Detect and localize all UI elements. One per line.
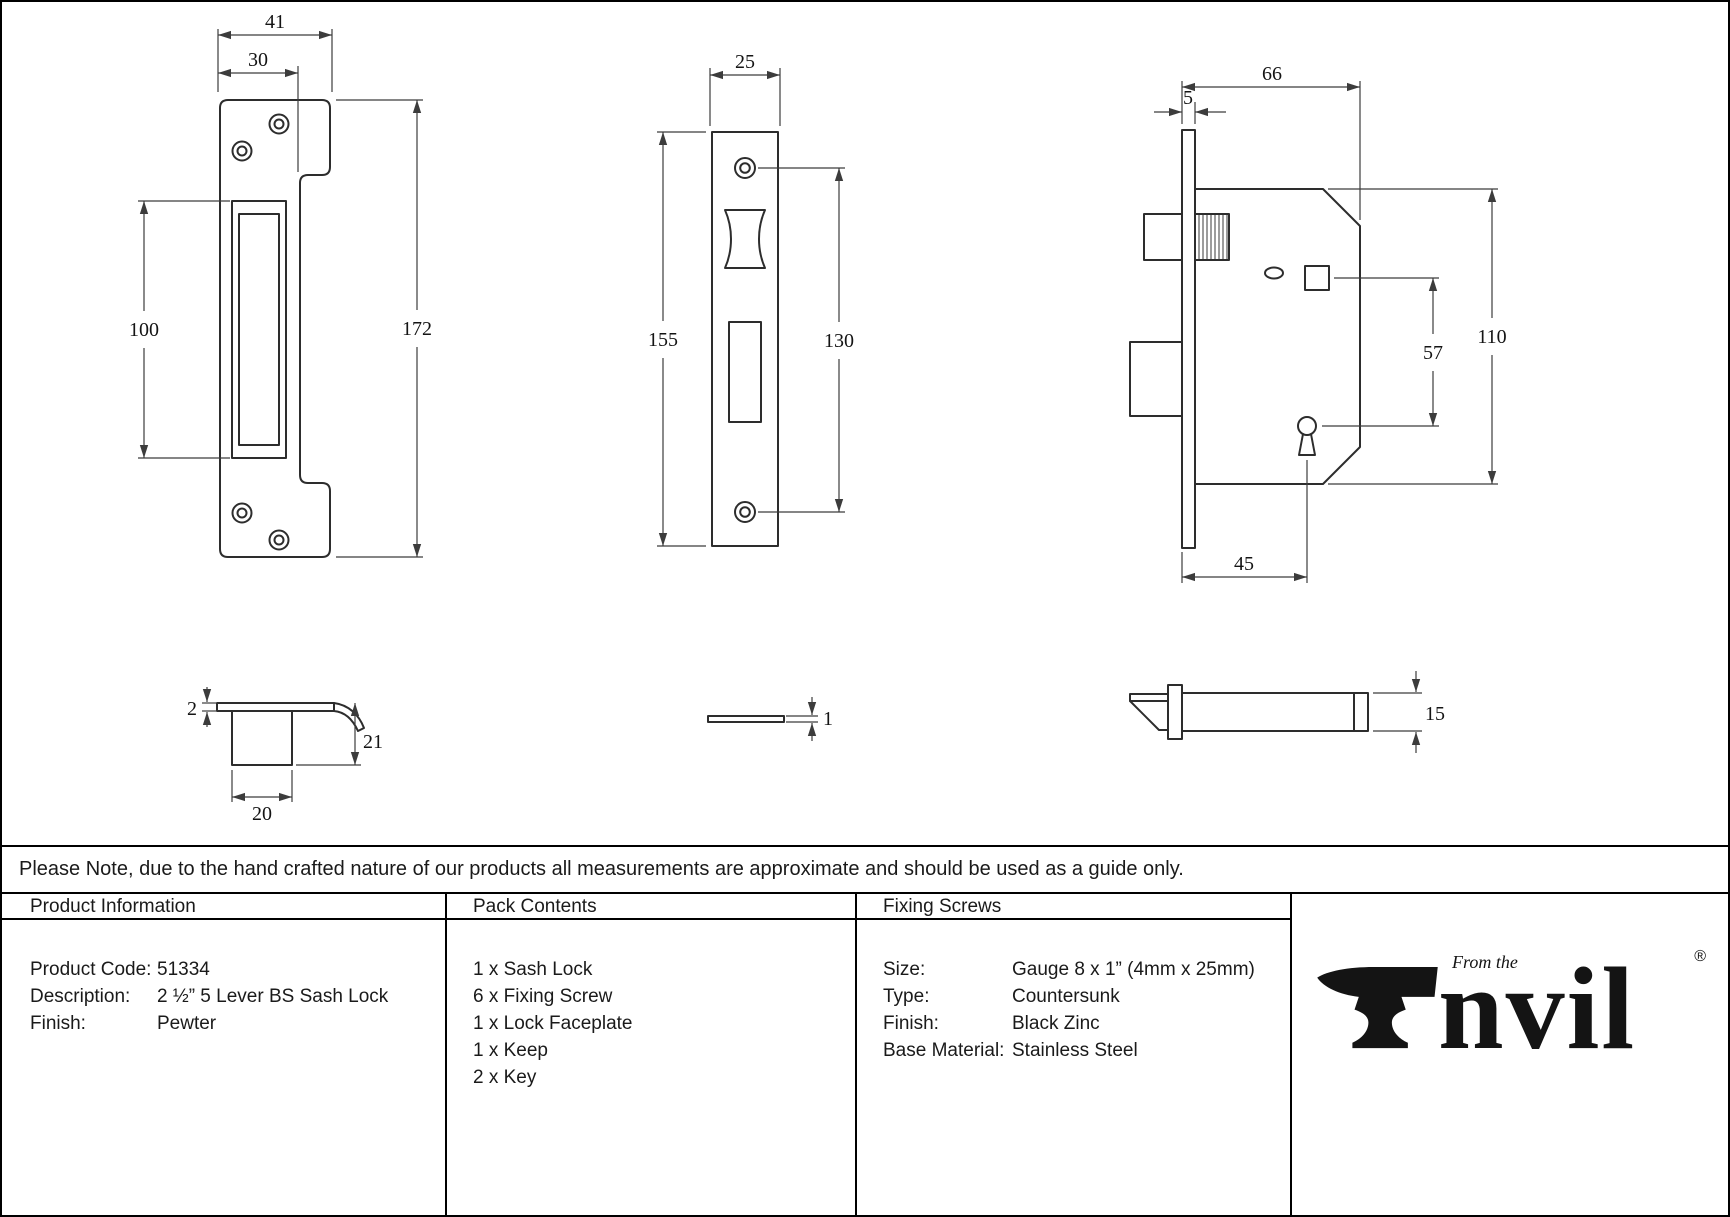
dim-keep-plate-width: 30 [248, 49, 268, 71]
dim-faceplate-screw-centres: 130 [824, 330, 854, 352]
screw-hole [231, 502, 253, 524]
screw-hole [734, 501, 756, 523]
description-label: Description: [30, 986, 131, 1007]
logo-from-the: From the [1452, 952, 1518, 972]
screw-size-value: Gauge 8 x 1” (4mm x 25mm) [1012, 959, 1255, 980]
dim-lock-depth: 66 [1262, 63, 1282, 85]
faceplate-front-dimensions [657, 68, 845, 547]
faceplate-profile-view: 1 [707, 697, 833, 741]
keep-front-dimensions [138, 29, 423, 558]
screw-material-value: Stainless Steel [1012, 1040, 1138, 1061]
product-information-header: Product Information [2, 894, 447, 920]
deadbolt [1129, 341, 1183, 417]
pack-item: 6 x Fixing Screw [473, 986, 613, 1007]
latch-spring [1194, 213, 1230, 261]
screw-type-label: Type: [883, 986, 930, 1007]
screw-type-row: Type: Countersunk [883, 983, 1290, 1010]
technical-drawings: 41 30 100 172 [129, 11, 1507, 825]
faceplate-edge [1181, 129, 1196, 549]
dim-keep-overall-width: 41 [265, 11, 285, 33]
faceplate-edge-profile [707, 715, 785, 723]
screw-hole [268, 529, 290, 551]
pack-item: 1 x Keep [473, 1040, 548, 1061]
keyhole [1297, 416, 1317, 436]
lock-side-dimensions [1154, 81, 1498, 583]
dim-lock-faceplate-thickness: 5 [1183, 87, 1193, 109]
pack-item: 1 x Lock Faceplate [473, 1013, 633, 1034]
finish-row: Finish: Pewter [30, 1010, 445, 1037]
pack-item: 1 x Sash Lock [473, 959, 593, 980]
faceplate-profile-dimensions [786, 697, 818, 741]
screw-size-row: Size: Gauge 8 x 1” (4mm x 25mm) [883, 956, 1290, 983]
screw-material-row: Base Material: Stainless Steel [883, 1037, 1290, 1064]
lock-profile-dimensions [1373, 671, 1422, 753]
registered-trademark: ® [1694, 948, 1706, 965]
screw-finish-row: Finish: Black Zinc [883, 1010, 1290, 1037]
note-bar: Please Note, due to the hand crafted nat… [2, 845, 1728, 892]
brand-logo-cell: From the nvil ® [1292, 894, 1728, 1215]
dim-lock-spindle-to-keyhole: 57 [1423, 342, 1443, 364]
faceplate-front-view: 25 155 130 [648, 51, 854, 547]
description-row: Description: 2 ½” 5 Lever BS Sash Lock [30, 983, 445, 1010]
dim-lock-height: 110 [1477, 326, 1506, 348]
dim-lock-profile-thickness: 15 [1425, 703, 1445, 725]
dim-keep-opening-height: 100 [129, 319, 159, 341]
keep-lip [333, 702, 365, 732]
keep-plate-edge [216, 702, 335, 712]
faceplate-edge [1167, 684, 1183, 740]
description-value: 2 ½” 5 Lever BS Sash Lock [157, 986, 389, 1007]
keep-front-view: 41 30 100 172 [129, 11, 432, 558]
latchbolt [1143, 213, 1183, 261]
spindle-hole [1304, 265, 1330, 291]
note-text: Please Note, due to the hand crafted nat… [19, 858, 1184, 880]
deadbolt-opening [728, 321, 762, 423]
keep-plate-outline [219, 99, 331, 558]
dim-keep-height: 172 [402, 318, 432, 340]
fixing-screws-cell: Size: Gauge 8 x 1” (4mm x 25mm) Type: Co… [857, 920, 1292, 1215]
latchbolt-wedge [1129, 693, 1169, 731]
fixing-slot [1264, 266, 1284, 280]
bolt-opening [231, 200, 287, 459]
screw-hole [268, 113, 290, 135]
product-code-label: Product Code: [30, 959, 152, 980]
anvil-logo: From the nvil ® [1314, 946, 1706, 1068]
screw-finish-label: Finish: [883, 1013, 939, 1034]
lock-case-outline [1194, 188, 1361, 485]
finish-value: Pewter [157, 1013, 217, 1034]
faceplate-outline [711, 131, 779, 547]
fixing-screws-header: Fixing Screws [857, 894, 1292, 920]
pack-item: 2 x Key [473, 1067, 537, 1088]
keep-profile-view: 2 21 20 [187, 687, 383, 825]
product-code-value: 51334 [157, 959, 210, 980]
screw-hole [231, 140, 253, 162]
keep-box [231, 710, 293, 766]
dim-lock-backset: 45 [1234, 553, 1254, 575]
logo-wordmark: nvil [1438, 943, 1637, 1074]
screw-type-value: Countersunk [1012, 986, 1120, 1007]
screw-hole [734, 157, 756, 179]
dim-keep-profile-depth: 21 [363, 731, 383, 753]
finish-label: Finish: [30, 1013, 86, 1034]
lock-profile-view: 15 [1129, 671, 1445, 753]
screw-finish-value: Black Zinc [1012, 1013, 1100, 1034]
latch-opening [724, 209, 766, 269]
dim-faceplate-height: 155 [648, 329, 678, 351]
dim-faceplate-width: 25 [735, 51, 755, 73]
screw-material-label: Base Material: [883, 1040, 1005, 1061]
keep-profile-dimensions [202, 687, 361, 802]
lock-case-edge [1181, 692, 1369, 732]
product-information-cell: Product Code: 51334 Description: 2 ½” 5 … [2, 920, 447, 1215]
dim-keep-profile-width: 20 [252, 803, 272, 825]
anvil-icon [1317, 967, 1438, 1049]
screw-size-label: Size: [883, 959, 926, 980]
dim-faceplate-profile-thickness: 1 [823, 708, 833, 730]
pack-contents-header: Pack Contents [447, 894, 857, 920]
product-code-row: Product Code: 51334 [30, 956, 445, 983]
spec-table: Product Information Pack Contents Fixing… [2, 892, 1728, 1215]
pack-contents-cell: 1 x Sash Lock 6 x Fixing Screw 1 x Lock … [447, 920, 857, 1215]
lock-side-view: 66 5 110 57 45 [1129, 63, 1507, 583]
dim-keep-profile-thickness: 2 [187, 698, 197, 720]
